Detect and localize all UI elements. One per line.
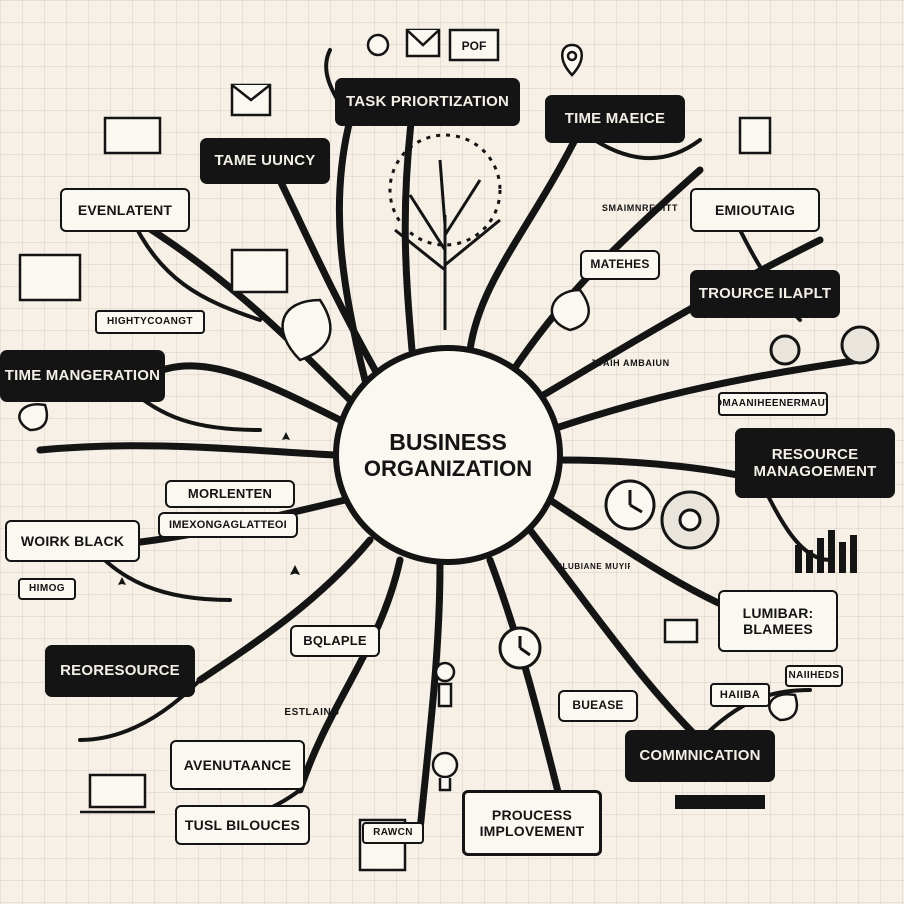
node-label: IMEXONGAGLATTEOI (169, 518, 287, 531)
node-task-priortization[interactable]: TASK PRIORTIZATION (335, 78, 520, 126)
central-topic[interactable]: BUSINESS ORGANIZATION (333, 345, 563, 565)
node-label: TROURCE ILAPLT (698, 285, 832, 303)
label-smaimnrecitt: SMAIMNRECITT (595, 200, 685, 216)
node-naiiheds[interactable]: NAIIHEDS (785, 665, 843, 687)
pdf-icon-label: POF (462, 39, 487, 53)
node-aventaance[interactable]: AVENUTAANCE (170, 740, 305, 790)
location-pin-icon (366, 33, 583, 77)
laptop-icon (80, 618, 699, 814)
node-time-mangeration[interactable]: TIME MANGERATION (0, 350, 165, 402)
leaf-icon (18, 288, 799, 722)
node-matehes[interactable]: MATEHES (580, 250, 660, 280)
node-label: CLUBIANE MUYIR (560, 562, 630, 572)
node-luminar-blamees[interactable]: LUMIBAR: BLAMEES (718, 590, 838, 652)
node-label: NAIIHEDS (788, 670, 840, 682)
envelope-icon (230, 28, 441, 117)
node-label: AVENUTAANCE (183, 756, 292, 773)
label-estlaing: ESTLAING (272, 705, 352, 721)
node-label: ESTLAING (284, 707, 340, 719)
node-rawcn[interactable]: RAWCN (362, 822, 424, 844)
node-label: BQLAPLE (303, 632, 367, 648)
node-work-black[interactable]: WOIRK BLACK (5, 520, 140, 562)
node-trource-ilaplt[interactable]: TROURCE ILAPLT (690, 270, 840, 318)
label-juaih-ambaiun: JUAIH AMBAIUN (585, 355, 675, 371)
node-emioutaig[interactable]: EMIOUTAIG (690, 188, 820, 232)
node-buease[interactable]: BUEASE (558, 690, 638, 722)
node-label-line1: LUMIBAR: (742, 604, 814, 621)
tree-icon (388, 133, 502, 330)
node-haiiba[interactable]: HAIIBA (710, 683, 770, 707)
node-label: REORESOURCE (60, 662, 180, 680)
node-label-line1: PROUCESS (491, 806, 573, 823)
lightbulb-icon (431, 661, 459, 792)
node-bqlaple[interactable]: BQLAPLE (290, 625, 380, 657)
node-label: RAWCN (373, 827, 413, 839)
node-tame-uuncy[interactable]: TAME UUNCY (200, 138, 330, 184)
node-resource-management[interactable]: RESOURCE MANAGOEMENT (735, 428, 895, 498)
node-label-line1: RESOURCE (771, 445, 859, 463)
node-imexongaglatteol[interactable]: IMEXONGAGLATTEOI (158, 512, 298, 538)
node-label-line2: MANAGOEMENT (753, 463, 877, 480)
node-label: EMIOUTAIG (714, 201, 796, 218)
clock-icon (498, 479, 656, 670)
document-icon (18, 116, 772, 872)
node-label: MORLENTEN (187, 485, 273, 501)
label-clubiane-muyir: CLUBIANE MUYIR (560, 560, 630, 574)
node-label-line2: BLAMEES (743, 621, 813, 637)
pdf-icon: POF (448, 28, 500, 62)
node-label: OMAANIHEENERMAUT (718, 398, 828, 410)
node-tusl-bilouces[interactable]: TUSL BILOUCES (175, 805, 310, 845)
node-hightycoangt[interactable]: HIGHTYCOANGT (95, 310, 205, 334)
node-time-maeice[interactable]: TIME MAEICE (545, 95, 685, 143)
node-omaaniheenermaut[interactable]: OMAANIHEENERMAUT (718, 392, 828, 416)
sparkle-icon (118, 432, 300, 585)
node-label: TIME MANGERATION (4, 367, 161, 385)
node-communication[interactable]: COMMNICATION (625, 730, 775, 782)
node-label: WOIRK BLACK (20, 532, 125, 549)
node-evenlatent[interactable]: EVENLATENT (60, 188, 190, 232)
node-morlenten[interactable]: MORLENTEN (165, 480, 295, 508)
node-label: TIME MAEICE (564, 110, 666, 128)
node-label-line2: IMPLOVEMENT (479, 823, 585, 839)
node-label: TUSL BILOUCES (184, 816, 301, 833)
node-label: HIGHTYCOANGT (107, 316, 193, 328)
node-label: TAME UUNCY (214, 152, 316, 170)
central-topic-line2: ORGANIZATION (363, 455, 533, 481)
node-reoresource[interactable]: REORESOURCE (45, 645, 195, 697)
node-label: TASK PRIORTIZATION (345, 93, 510, 111)
node-label: MATEHES (590, 257, 650, 272)
node-label: BUEASE (572, 698, 624, 713)
node-label: JUAIH AMBAIUN (590, 357, 670, 368)
node-label: HIMOG (29, 583, 65, 595)
node-himog[interactable]: HIMOG (18, 578, 76, 600)
node-label: SMAIMNRECITT (601, 202, 679, 213)
central-topic-line1: BUSINESS (389, 429, 507, 456)
node-process-improvement[interactable]: PROUCESS IMPLOVEMENT (462, 790, 602, 856)
node-label: COMMNICATION (639, 747, 761, 765)
bar-chart-icon (675, 530, 857, 809)
node-label: EVENLATENT (77, 201, 173, 218)
node-label: HAIIBA (719, 688, 761, 701)
gear-icon (660, 325, 880, 550)
